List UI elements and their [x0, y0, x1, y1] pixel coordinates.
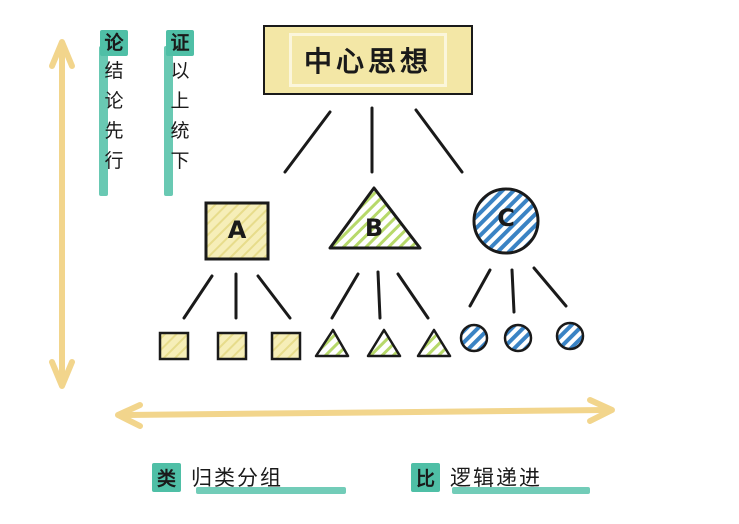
horizontal-arrow	[115, 397, 615, 429]
left-column-2-char: 统	[170, 120, 190, 142]
bottom-left-underline	[196, 487, 346, 494]
node-b-triangle	[328, 186, 422, 250]
left-column-2-key: 证	[166, 30, 194, 56]
bottom-left-text: 归类分组	[191, 466, 284, 490]
left-column-1-char: 论	[104, 90, 124, 112]
bottom-right-label: 比 逻辑递进	[411, 462, 542, 492]
vertical-arrow	[49, 39, 75, 389]
left-column-1-key: 论	[100, 30, 128, 56]
title-connectors	[283, 106, 464, 174]
left-column-1: 论 结 论 先 行	[100, 30, 128, 176]
bottom-left-label: 类 归类分组	[152, 462, 283, 492]
left-column-2-bar	[164, 46, 173, 196]
bottom-left-key: 类	[152, 462, 182, 492]
node-a-square	[204, 201, 270, 261]
leaf-triangles	[314, 328, 452, 358]
left-column-2: 证 以 上 统 下	[166, 30, 194, 176]
page-title: 中心思想	[288, 33, 447, 87]
bottom-right-text: 逻辑递进	[450, 466, 543, 490]
node-c-label: C	[497, 204, 515, 232]
left-column-2-char: 下	[170, 150, 190, 172]
left-column-1-bar	[99, 46, 108, 196]
left-column-1-char: 先	[104, 120, 124, 142]
left-column-2-char: 上	[170, 90, 190, 112]
node-b-label: B	[364, 214, 384, 242]
title-box: 中心思想	[263, 25, 473, 95]
left-column-2-char: 以	[170, 60, 190, 82]
node-c-circle	[472, 187, 540, 255]
child-connectors	[182, 266, 568, 320]
left-column-1-char: 结	[104, 60, 124, 82]
leaf-squares	[158, 331, 302, 361]
bottom-right-key: 比	[411, 462, 441, 492]
node-a-label: A	[227, 216, 247, 244]
left-column-1-char: 行	[104, 150, 124, 172]
bottom-right-underline	[452, 487, 590, 494]
leaf-circles	[459, 321, 585, 353]
